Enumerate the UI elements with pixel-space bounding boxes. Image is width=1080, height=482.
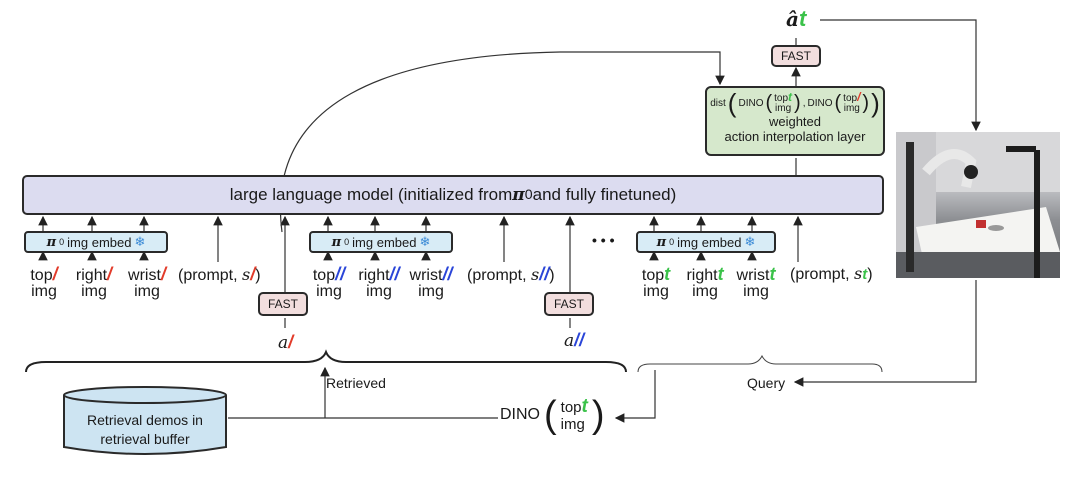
- comma: ,: [802, 97, 806, 109]
- pi-symbol: π: [331, 234, 342, 250]
- action-a-double-prime: a//: [564, 330, 585, 351]
- embed-label: img embed: [352, 234, 417, 250]
- input-top-img-1: top/img: [30, 264, 58, 300]
- llm-label: large language model (initialized from: [229, 185, 513, 204]
- pi-subscript: 0: [59, 237, 65, 247]
- dino-label: DINO: [738, 97, 764, 109]
- paren-left-inner: (: [834, 91, 842, 114]
- fast-tokenizer-2: FAST: [544, 292, 594, 316]
- paren-right: ): [591, 394, 605, 436]
- paren-left: (: [727, 87, 737, 118]
- ellipsis: • • •: [592, 232, 615, 248]
- fast-tokenizer-1: FAST: [258, 292, 308, 316]
- snowflake-icon: ❄: [134, 234, 146, 249]
- snowflake-icon: ❄: [744, 234, 756, 249]
- robot-camera-image: [896, 132, 1060, 278]
- input-prompt-state-current: (prompt, st): [790, 264, 873, 283]
- input-wrist-img-2: wrist//img: [409, 264, 453, 300]
- paren-right-inner: ): [794, 91, 801, 114]
- llm-block: large language model (initialized from π…: [22, 175, 884, 215]
- input-prompt-state-1: (prompt, s/): [178, 264, 261, 284]
- interp-line-weighted: weighted: [768, 114, 822, 129]
- input-prompt-state-2: (prompt, s//): [467, 264, 555, 284]
- output-action: ât: [786, 6, 807, 31]
- pi-symbol: π: [46, 234, 57, 250]
- llm-label-post: and fully finetuned): [532, 185, 677, 204]
- database-icon: [63, 386, 227, 455]
- fast-decoder: FAST: [771, 45, 821, 67]
- pi-symbol: π: [512, 185, 525, 205]
- embed-label: img embed: [677, 234, 742, 250]
- paren-left-inner: (: [765, 91, 773, 114]
- embed-label: img embed: [67, 234, 132, 250]
- dino-label: DINO: [807, 97, 833, 109]
- retrieved-label: Retrieved: [326, 375, 386, 391]
- snowflake-icon: ❄: [419, 234, 431, 249]
- input-right-img-2: right//img: [358, 264, 400, 300]
- pi-subscript: 0: [524, 187, 533, 203]
- db-label-line1: Retrieval demos in: [87, 412, 203, 428]
- dist-label: dist: [710, 97, 726, 109]
- interp-line-label: action interpolation layer: [724, 129, 866, 144]
- pi-symbol: π: [656, 234, 667, 250]
- input-wrist-img-1: wrist/img: [128, 264, 166, 300]
- input-top-img-2: top//img: [312, 264, 346, 300]
- retrieval-buffer-db: Retrieval demos in retrieval buffer: [62, 385, 228, 459]
- db-label-line2: retrieval buffer: [100, 431, 190, 447]
- pi-subscript: 0: [344, 237, 350, 247]
- input-right-img-1: right/img: [75, 264, 113, 300]
- robot-scene-illustration: [896, 132, 1060, 278]
- paren-left: (: [544, 394, 557, 436]
- dino-input-retrieved: top/img: [843, 90, 861, 114]
- query-label: Query: [747, 375, 786, 391]
- pi-subscript: 0: [669, 237, 675, 247]
- dino-label: DINO: [500, 406, 540, 423]
- paren-right-inner: ): [862, 91, 870, 114]
- paren-right: ): [871, 87, 880, 118]
- db-label: Retrieval demos in retrieval buffer: [62, 411, 228, 449]
- action-a-prime: a/: [278, 332, 294, 353]
